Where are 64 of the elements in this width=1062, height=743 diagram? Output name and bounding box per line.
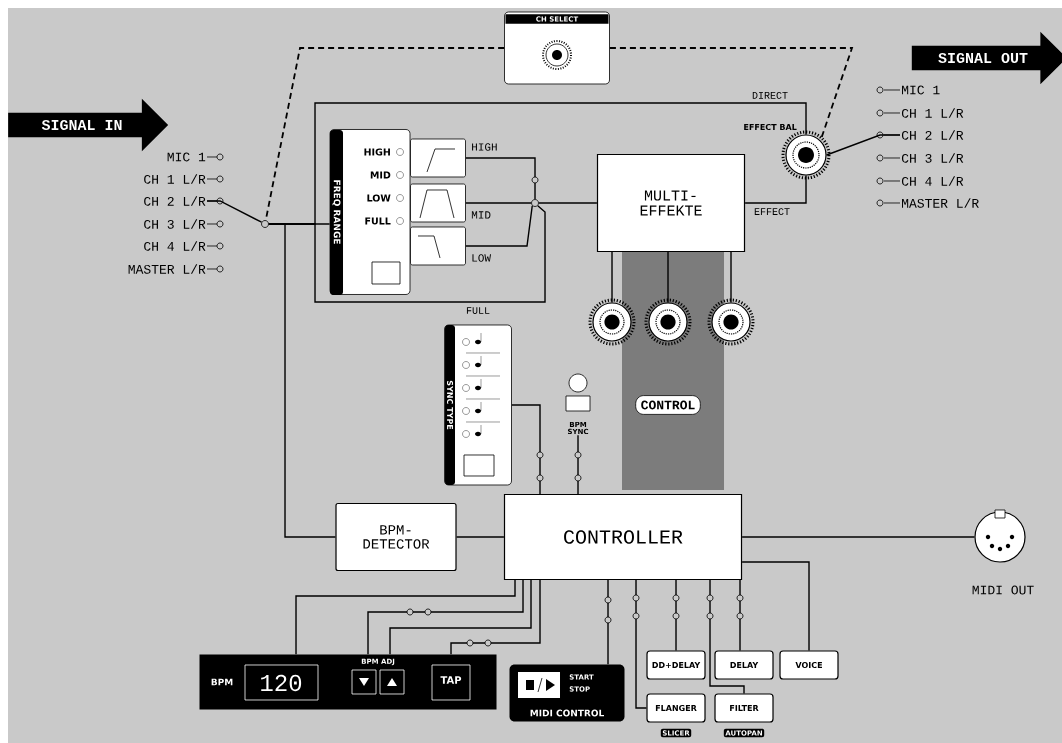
- connector-line: [739, 579, 741, 652]
- effect-button: VOICE: [779, 650, 839, 680]
- connector-line: [455, 536, 505, 538]
- output-label: CH 1 L/R: [876, 108, 964, 118]
- knob-label: EFFECT BAL: [744, 123, 797, 130]
- connector-line: [577, 434, 579, 495]
- sync-panel: SYNC TYPE: [444, 324, 512, 486]
- input-label: CH 3 L/R: [144, 219, 224, 229]
- filter-box: [410, 183, 466, 223]
- connector-line: [465, 205, 533, 247]
- input-label: CH 2 L/R: [144, 196, 224, 206]
- output-label: MASTER L/R: [876, 198, 979, 208]
- rotary-knob: [707, 298, 755, 346]
- output-label: CH 3 L/R: [876, 153, 964, 163]
- connector-line: [295, 579, 516, 655]
- connector-line: [675, 579, 677, 652]
- rotary-knob: [644, 298, 692, 346]
- socket-label: MIDI OUT: [972, 585, 1034, 595]
- filter-label: LOW: [472, 254, 491, 262]
- filter-label: HIGH: [472, 143, 497, 151]
- connector-line: [206, 200, 263, 223]
- connector-line: [709, 579, 745, 695]
- connector-line: [465, 157, 536, 200]
- connector-line: [389, 579, 532, 655]
- switch-pivot: [531, 199, 539, 207]
- effects-box: MULTI- EFFEKTE: [596, 153, 746, 253]
- connector-line: [635, 579, 648, 709]
- output-label: CH 4 L/R: [876, 176, 964, 186]
- edge-label: EFFECT: [753, 207, 791, 216]
- connector-line: [744, 174, 807, 204]
- connector-line: [741, 536, 976, 538]
- connector-line: [741, 561, 810, 652]
- label-badge: CONTROL: [635, 395, 701, 415]
- edge-label: DIRECT: [751, 91, 789, 100]
- connector-line: [268, 223, 337, 538]
- connector-line: [730, 251, 732, 304]
- rotary-knob: [588, 298, 636, 346]
- detector-box: BPM- DETECTOR: [335, 502, 457, 572]
- filter-box: [410, 226, 466, 266]
- connector-line: [367, 579, 524, 655]
- connector-line: [607, 579, 609, 665]
- input-label: CH 4 L/R: [144, 241, 224, 251]
- output-label: CH 2 L/R: [876, 130, 964, 140]
- connector-line: [538, 202, 598, 204]
- range-selector-panel: FREQ RANGE HIGH MID LOW FULL: [329, 129, 411, 295]
- connector-line: [825, 134, 901, 156]
- connector-line: [611, 251, 613, 304]
- connector-line: [667, 251, 669, 304]
- controller-box: CONTROLLER: [503, 493, 743, 581]
- effect-button: FLANGER: [646, 693, 706, 723]
- input-label: MIC 1: [167, 152, 224, 162]
- connector-line: [465, 202, 532, 204]
- connector-line: [450, 579, 541, 655]
- effect-button: DD+DELAY: [646, 650, 706, 680]
- output-label: MIC 1: [876, 85, 940, 95]
- effect-button: FILTER: [714, 693, 774, 723]
- filter-label: MID: [471, 211, 491, 219]
- effect-button: DELAY: [714, 650, 774, 680]
- edge-label: FULL: [465, 306, 491, 315]
- input-label: CH 1 L/R: [144, 174, 224, 184]
- input-label: MASTER L/R: [128, 264, 224, 274]
- connector-line: [511, 404, 541, 495]
- switch-pivot: [261, 220, 269, 228]
- filter-box: [410, 138, 466, 178]
